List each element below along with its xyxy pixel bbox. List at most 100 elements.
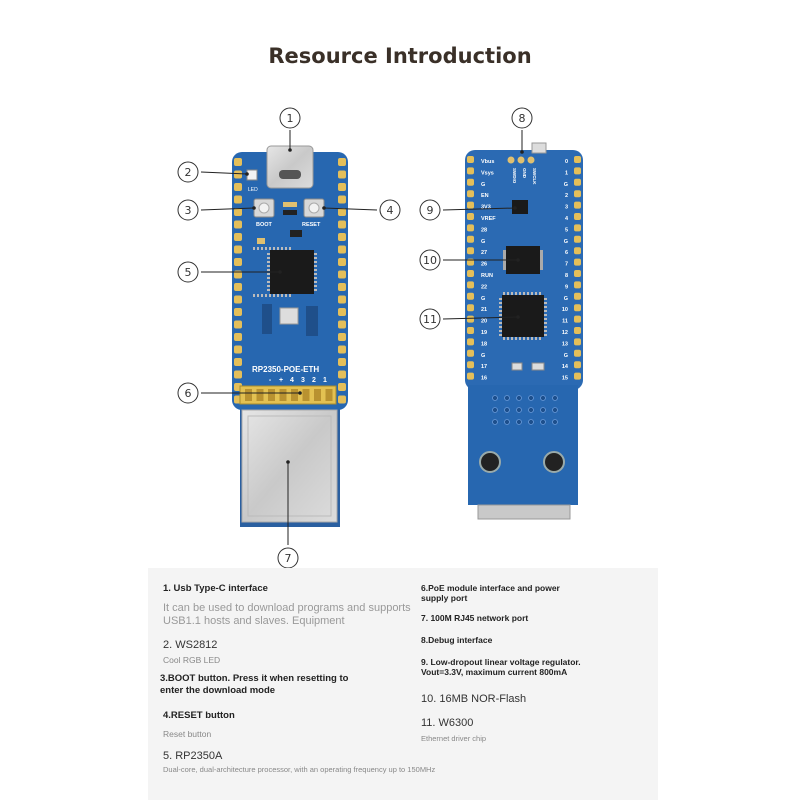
legend-item-6-head: 6.PoE module interface and power supply … [421, 583, 560, 603]
back-pad-right [574, 213, 581, 220]
front-pad-right [338, 345, 346, 354]
back-pad-right [574, 292, 581, 300]
legend-item-7: 7. 100M RJ45 network port [421, 612, 621, 624]
back-pin-label: 28 [481, 227, 487, 233]
callout-number: 2 [185, 166, 192, 179]
front-pad-right [338, 395, 346, 404]
callout-badge [279, 107, 301, 129]
front-pad-left [234, 295, 242, 304]
back-pad-left [467, 281, 474, 289]
header-pin-label: 4 [290, 377, 294, 384]
back-pad-right [574, 190, 581, 198]
back-pin-label: G [481, 182, 485, 188]
callout-number: 11 [423, 313, 437, 326]
back-pad-left [467, 292, 474, 300]
ws2812-led [246, 169, 258, 181]
back-pin-label: G [564, 239, 568, 245]
back-pad-right [574, 178, 581, 186]
header-pin-label: + [279, 377, 283, 384]
back-pad-right [574, 258, 581, 266]
back-pad-left [467, 361, 474, 369]
legend-panel [148, 568, 658, 800]
back-pad-right [574, 372, 581, 380]
legend-item-7-head: 7. 100M RJ45 network port [421, 613, 529, 623]
reset-label: RESET [302, 222, 321, 228]
front-flash-shield [279, 307, 299, 325]
callout-badge [177, 261, 199, 283]
legend-item-9-head: 9. Low-dropout linear voltage regulator.… [421, 657, 581, 677]
callout-badge [379, 199, 401, 221]
w6300-chip-pins [499, 292, 547, 340]
front-pad-left [234, 308, 242, 316]
back-pin-label: G [481, 353, 485, 359]
back-pin-label: G [564, 182, 568, 188]
legend-item-5-sub: Dual-core, dual-architecture processor, … [163, 765, 436, 774]
back-pin-label: G [564, 353, 568, 359]
led-label: LED [248, 187, 258, 193]
back-pin-label: Vsys [481, 170, 494, 176]
back-pad-right [574, 235, 581, 243]
back-pin-label: 14 [562, 364, 569, 370]
legend-item-10: 10. 16MB NOR-Flash [421, 693, 621, 705]
front-pad-left [234, 158, 242, 166]
front-pad-right [338, 170, 346, 179]
back-pad-left [467, 167, 474, 175]
back-pad-left [467, 213, 474, 220]
back-pin-label: RUN [481, 273, 493, 279]
back-pad-left [467, 201, 474, 209]
legend-item-3-head: 3.BOOT button. Press it when resetting t… [160, 673, 349, 696]
legend-item-1: 1. Usb Type-C interface It can be used t… [163, 583, 423, 628]
back-pin-label: 1 [565, 170, 568, 176]
legend-item-3: 3.BOOT button. Press it when resetting t… [160, 673, 370, 697]
back-pad-left [467, 315, 474, 323]
back-pin-label: 26 [481, 262, 487, 268]
callout-number: 10 [423, 254, 437, 267]
debug-pin-label: SWCLK [532, 168, 537, 185]
ldo-regulator [512, 200, 528, 214]
board-model-label: RP2350-POE-ETH [252, 365, 319, 374]
front-pad-left [234, 208, 242, 216]
front-pad-left [234, 233, 242, 241]
front-pad-right [338, 183, 346, 191]
back-pad-left [467, 270, 474, 277]
back-pin-label: 21 [481, 307, 487, 313]
legend-item-9: 9. Low-dropout linear voltage regulator.… [421, 657, 611, 677]
legend-item-2-sub: Cool RGB LED [163, 655, 221, 665]
debug-pin-label: SWDIO [512, 168, 517, 184]
callout-line [200, 207, 255, 211]
legend-item-8: 8.Debug interface [421, 634, 621, 646]
callout-line [442, 316, 519, 320]
rp2350-chip-pins [253, 247, 317, 297]
front-pad-right [338, 258, 346, 266]
back-pin-label: 3 [565, 205, 568, 211]
back-pin-label: 5 [565, 227, 568, 233]
boot-button [253, 198, 275, 218]
back-pad-right [574, 224, 581, 232]
back-pad-right [574, 338, 581, 346]
header-pin-label: - [269, 377, 272, 384]
back-board: VbusVsysGEN3V3VREF28G2726RUN22G21201918G… [465, 142, 583, 520]
callout-number: 9 [427, 204, 434, 217]
callout-line [323, 207, 378, 211]
front-pad-left [234, 333, 242, 341]
callout-lines [200, 130, 524, 545]
back-pin-label: Vbus [481, 159, 494, 165]
back-pad-right [574, 270, 581, 277]
back-pin-label: 20 [481, 319, 487, 325]
back-pin-label: 17 [481, 364, 487, 370]
back-pin-label: 3V3 [481, 205, 491, 211]
legend-item-5: 5. RP2350A Dual-core, dual-architecture … [163, 750, 633, 776]
callout-badge [419, 199, 441, 221]
back-pin-label: 11 [562, 319, 568, 325]
back-pad-left [467, 178, 474, 186]
back-pad-right [574, 315, 581, 323]
front-pad-right [338, 295, 346, 304]
back-pin-label: 2 [565, 193, 568, 199]
legend-item-10-head: 10. 16MB NOR-Flash [421, 693, 527, 705]
front-pad-right [338, 195, 346, 204]
back-rj45-edge [477, 504, 571, 520]
back-pad-left [467, 224, 474, 232]
